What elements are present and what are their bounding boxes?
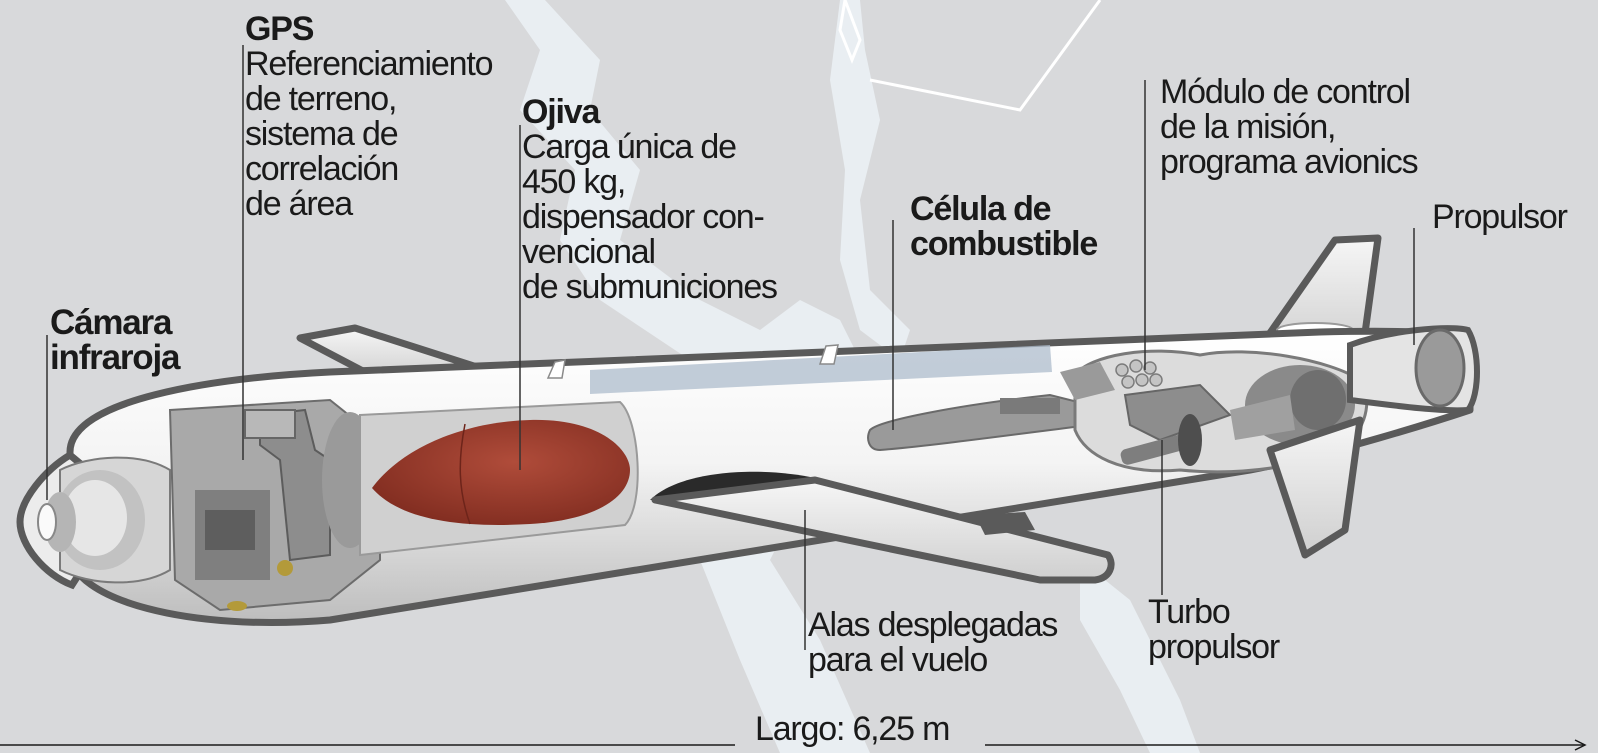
gps-title: GPS (245, 10, 314, 48)
leader-lines (46, 45, 1415, 650)
warhead-description: Carga única de 450 kg, dispensador con- … (522, 128, 778, 306)
infrared-camera (37, 456, 171, 584)
gps-module (168, 398, 381, 612)
deployed-wings (650, 471, 1115, 584)
label-infrared-camera: Cámara infraroja (50, 303, 180, 377)
label-fuel-cell: Célula de combustible (910, 190, 1098, 263)
gps-description: Referenciamiento de terreno, sistema de … (245, 45, 493, 223)
rear-lower-fin (1266, 416, 1364, 559)
turbo-description: Turbo propulsor (1148, 593, 1280, 666)
mission-control-description: Módulo de control de la misión, programa… (1160, 73, 1419, 181)
warhead (359, 400, 639, 557)
label-gps: GPS Referenciamiento de terreno, sistema… (245, 10, 493, 223)
background-map (505, 0, 1200, 753)
length-dimension-line (0, 739, 1587, 751)
label-mission-control: Módulo de control de la misión, programa… (1160, 73, 1419, 181)
label-deployed-wings: Alas desplegadas para el vuelo (808, 606, 1058, 679)
length-text: Largo: 6,25 m (755, 710, 950, 748)
fuel-cell (867, 393, 1091, 452)
label-warhead: Ojiva Carga única de 450 kg, dispensador… (522, 93, 778, 306)
label-thruster: Propulsor (1432, 198, 1568, 236)
thruster-description: Propulsor (1432, 198, 1568, 236)
warhead-title: Ojiva (522, 93, 600, 131)
length-label: Largo: 6,25 m (755, 710, 950, 748)
label-turbo: Turbo propulsor (1148, 593, 1280, 666)
deployed-wings-description: Alas desplegadas para el vuelo (808, 606, 1058, 679)
fuel-cell-title: Célula de combustible (910, 190, 1098, 263)
infrared-camera-title: Cámara infraroja (50, 303, 180, 377)
